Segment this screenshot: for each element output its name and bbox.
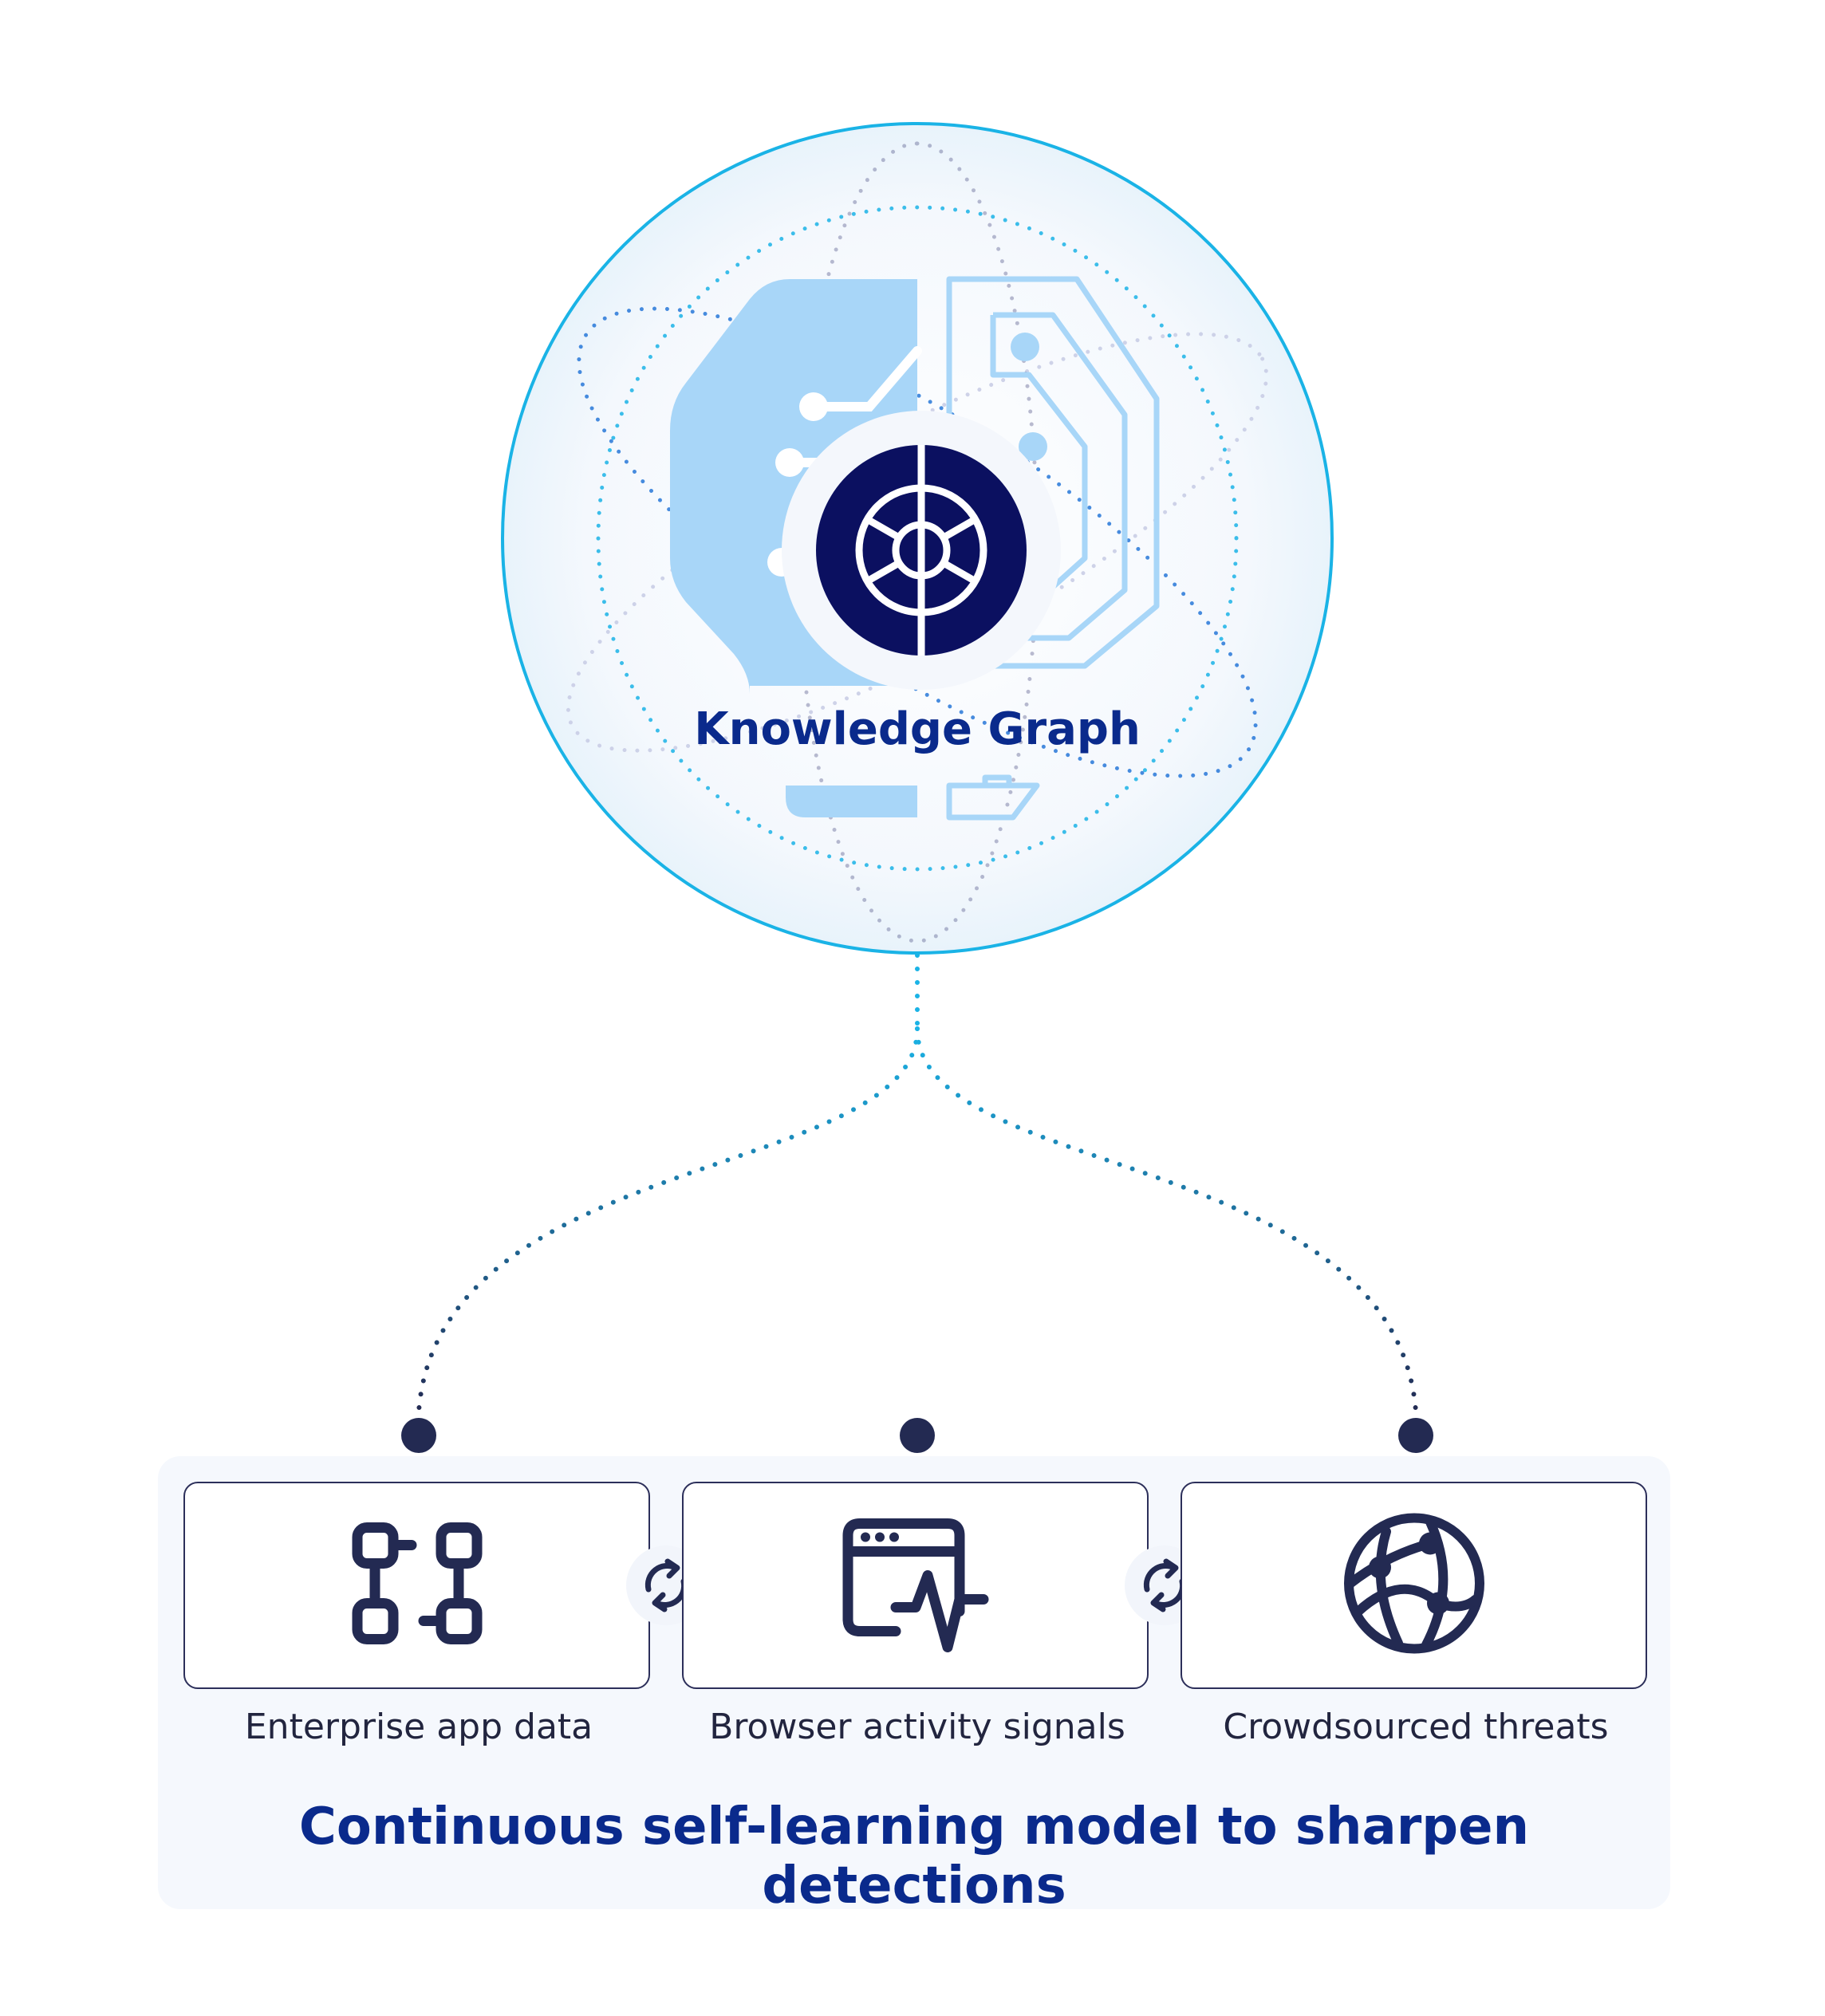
- knowledge-graph-bubble: [501, 122, 1334, 955]
- connector-endpoint-center: [900, 1418, 935, 1453]
- source-card-browser-activity-signals: [682, 1482, 1149, 1689]
- source-card-crowdsourced-threats: [1181, 1482, 1647, 1689]
- browser-activity-icon: [840, 1508, 991, 1664]
- source-label-enterprise-app-data: Enterprise app data: [244, 1707, 593, 1747]
- source-label-crowdsourced-threats: Crowdsourced threats: [1223, 1707, 1609, 1747]
- connector-lines: [416, 953, 1418, 1414]
- connector-endpoint-left: [401, 1418, 436, 1453]
- tagline: Continuous self-learning model to sharpe…: [298, 1797, 1530, 1916]
- connector-endpoint-right: [1398, 1418, 1433, 1453]
- source-card-enterprise-app-data: [183, 1482, 650, 1689]
- brain-circuit-shield-icon: [670, 276, 1160, 821]
- source-label-browser-activity-signals: Browser activity signals: [709, 1707, 1125, 1747]
- globe-network-icon: [1338, 1508, 1490, 1664]
- flowchart-icon: [349, 1516, 485, 1656]
- knowledge-graph-title: Knowledge Graph: [694, 703, 1141, 755]
